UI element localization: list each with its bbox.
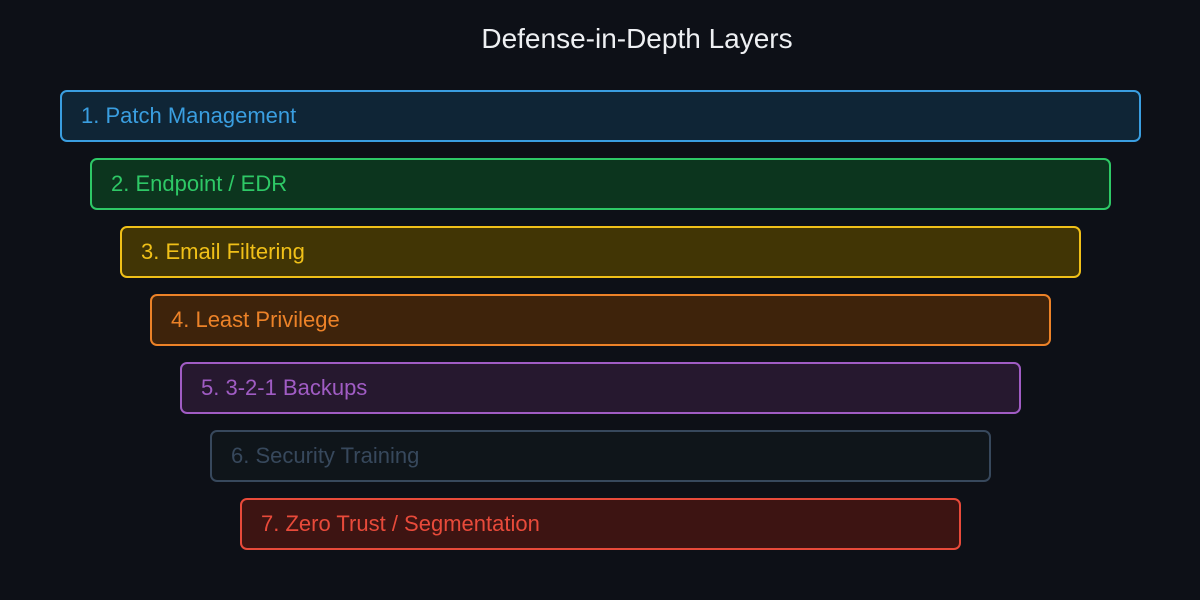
layer-backups: 5. 3-2-1 Backups xyxy=(180,362,1021,414)
layer-label: 5. 3-2-1 Backups xyxy=(201,375,368,400)
layer-patch-management: 1. Patch Management xyxy=(60,90,1141,142)
layer-zero-trust: 7. Zero Trust / Segmentation xyxy=(240,498,961,550)
diagram-title: Defense-in-Depth Layers xyxy=(481,23,793,54)
layer-security-training: 6. Security Training xyxy=(210,430,991,482)
layer-label: 6. Security Training xyxy=(231,443,420,468)
layer-label: 7. Zero Trust / Segmentation xyxy=(261,511,540,536)
layer-label: 1. Patch Management xyxy=(81,103,297,128)
layer-label: 2. Endpoint / EDR xyxy=(111,171,288,196)
layer-least-privilege: 4. Least Privilege xyxy=(150,294,1051,346)
layer-endpoint-edr: 2. Endpoint / EDR xyxy=(90,158,1111,210)
layer-label: 3. Email Filtering xyxy=(141,239,305,264)
layer-email-filtering: 3. Email Filtering xyxy=(120,226,1081,278)
layer-label: 4. Least Privilege xyxy=(171,307,340,332)
